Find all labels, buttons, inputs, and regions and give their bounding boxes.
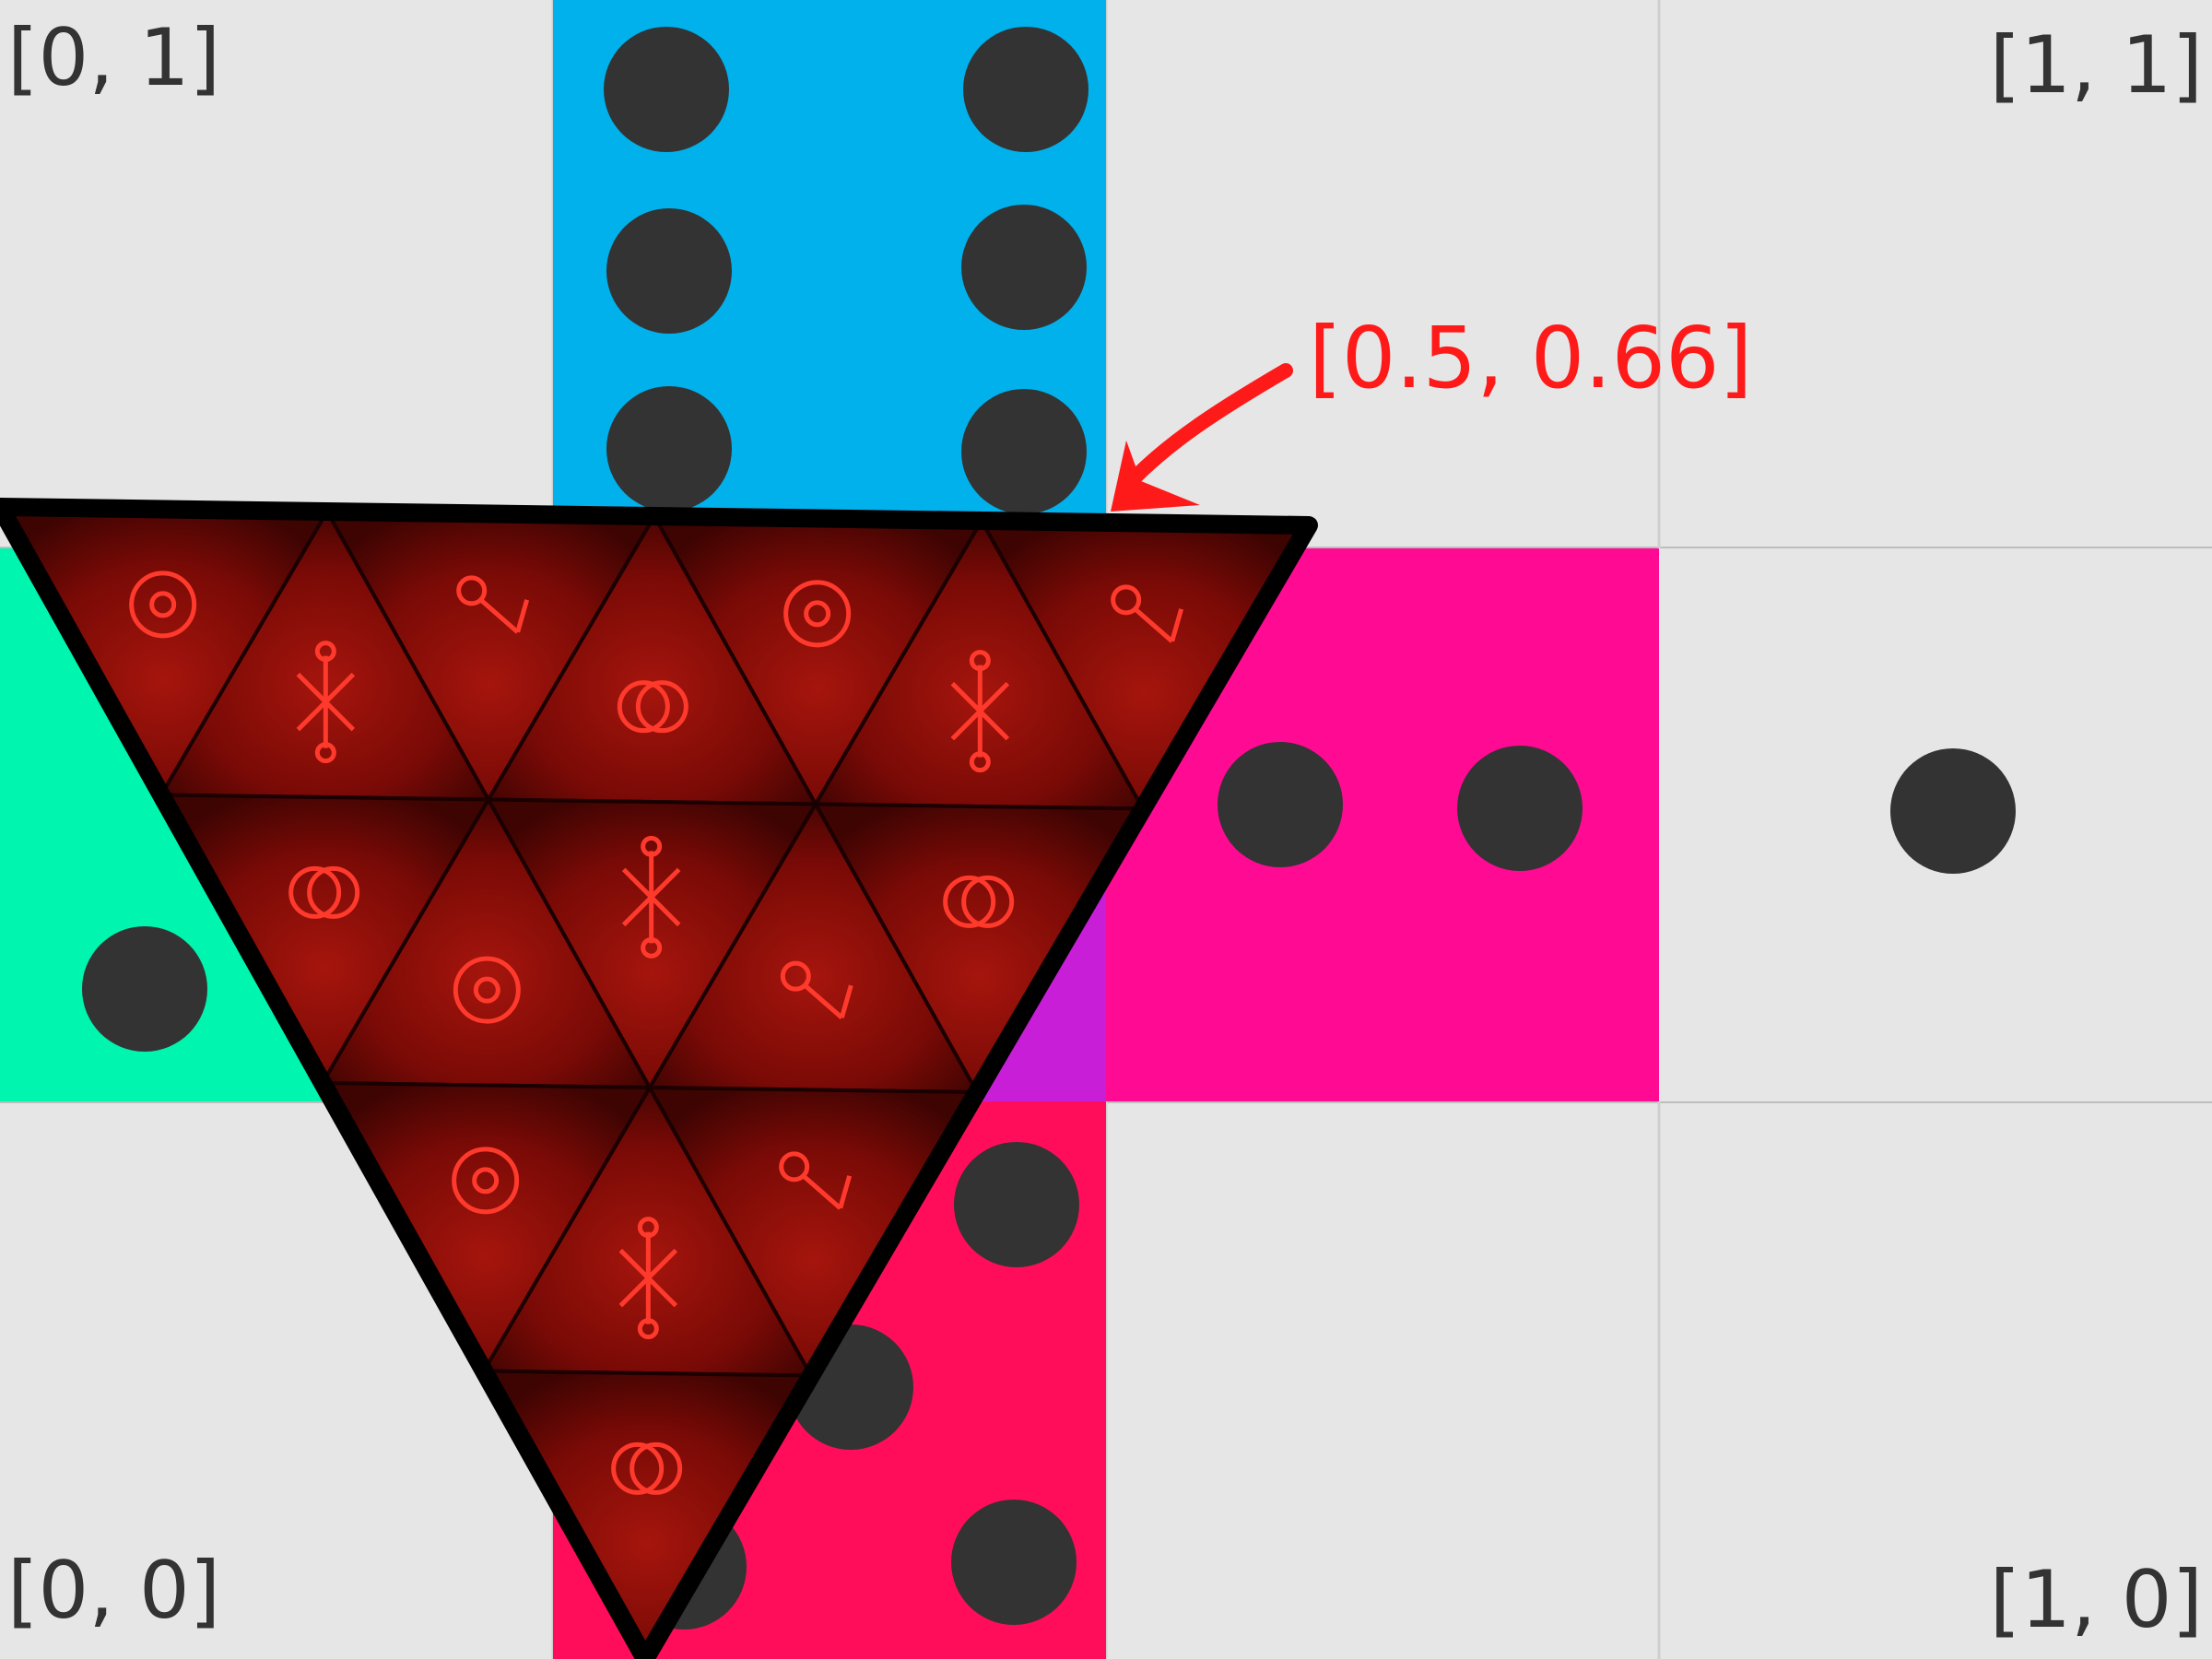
pip xyxy=(606,386,732,512)
ring-rune-icon xyxy=(129,571,197,639)
triangle-tiles xyxy=(0,504,1312,1659)
corner-label-bottom-left: [0, 0] xyxy=(7,1545,220,1637)
corner-label-top-left: [0, 1] xyxy=(7,12,220,104)
pip xyxy=(954,1142,1079,1267)
knot-rune-icon xyxy=(618,1217,678,1340)
annotation-arrow xyxy=(1117,363,1293,496)
cross-rune-icon xyxy=(780,960,853,1020)
pip xyxy=(963,27,1088,152)
fork-rune-icon xyxy=(943,875,1015,928)
ring-rune-icon xyxy=(288,865,360,919)
pip xyxy=(82,926,207,1052)
ring-rune-icon xyxy=(456,575,530,634)
branch-rune-icon xyxy=(1111,584,1184,643)
face-white-one xyxy=(1659,548,2212,1101)
uv-annotation: [0.5, 0.66] xyxy=(1111,309,1752,512)
cross-rune-icon xyxy=(453,956,521,1024)
pip xyxy=(1890,748,2016,874)
pip xyxy=(961,389,1087,514)
corner-label-bottom-right: [1, 0] xyxy=(1990,1554,2203,1646)
corner-label-top-right: [1, 1] xyxy=(1990,19,2203,112)
pip xyxy=(961,205,1087,330)
pip xyxy=(1218,742,1343,867)
x-rune-icon xyxy=(621,835,681,959)
face-blue-six xyxy=(553,0,1106,548)
x-rune-icon xyxy=(617,680,688,734)
orb-rune-icon xyxy=(779,1151,853,1210)
ring-rune-icon xyxy=(296,641,356,764)
spine-rune-icon xyxy=(950,650,1010,773)
pip xyxy=(606,208,732,334)
pip xyxy=(604,27,729,152)
pip xyxy=(951,1500,1077,1625)
pip xyxy=(1457,746,1583,871)
orb-rune-icon xyxy=(452,1147,520,1215)
orb-rune-icon xyxy=(611,1441,683,1495)
triangle-outline xyxy=(0,498,1318,1659)
arrow-head-icon xyxy=(1111,441,1200,512)
textured-triangle xyxy=(0,498,1318,1659)
annotation-label: [0.5, 0.66] xyxy=(1309,309,1752,407)
corner-labels: [0, 1] [1, 1] [0, 0] [1, 0] xyxy=(7,12,2203,1646)
branch-rune-icon xyxy=(783,580,852,648)
